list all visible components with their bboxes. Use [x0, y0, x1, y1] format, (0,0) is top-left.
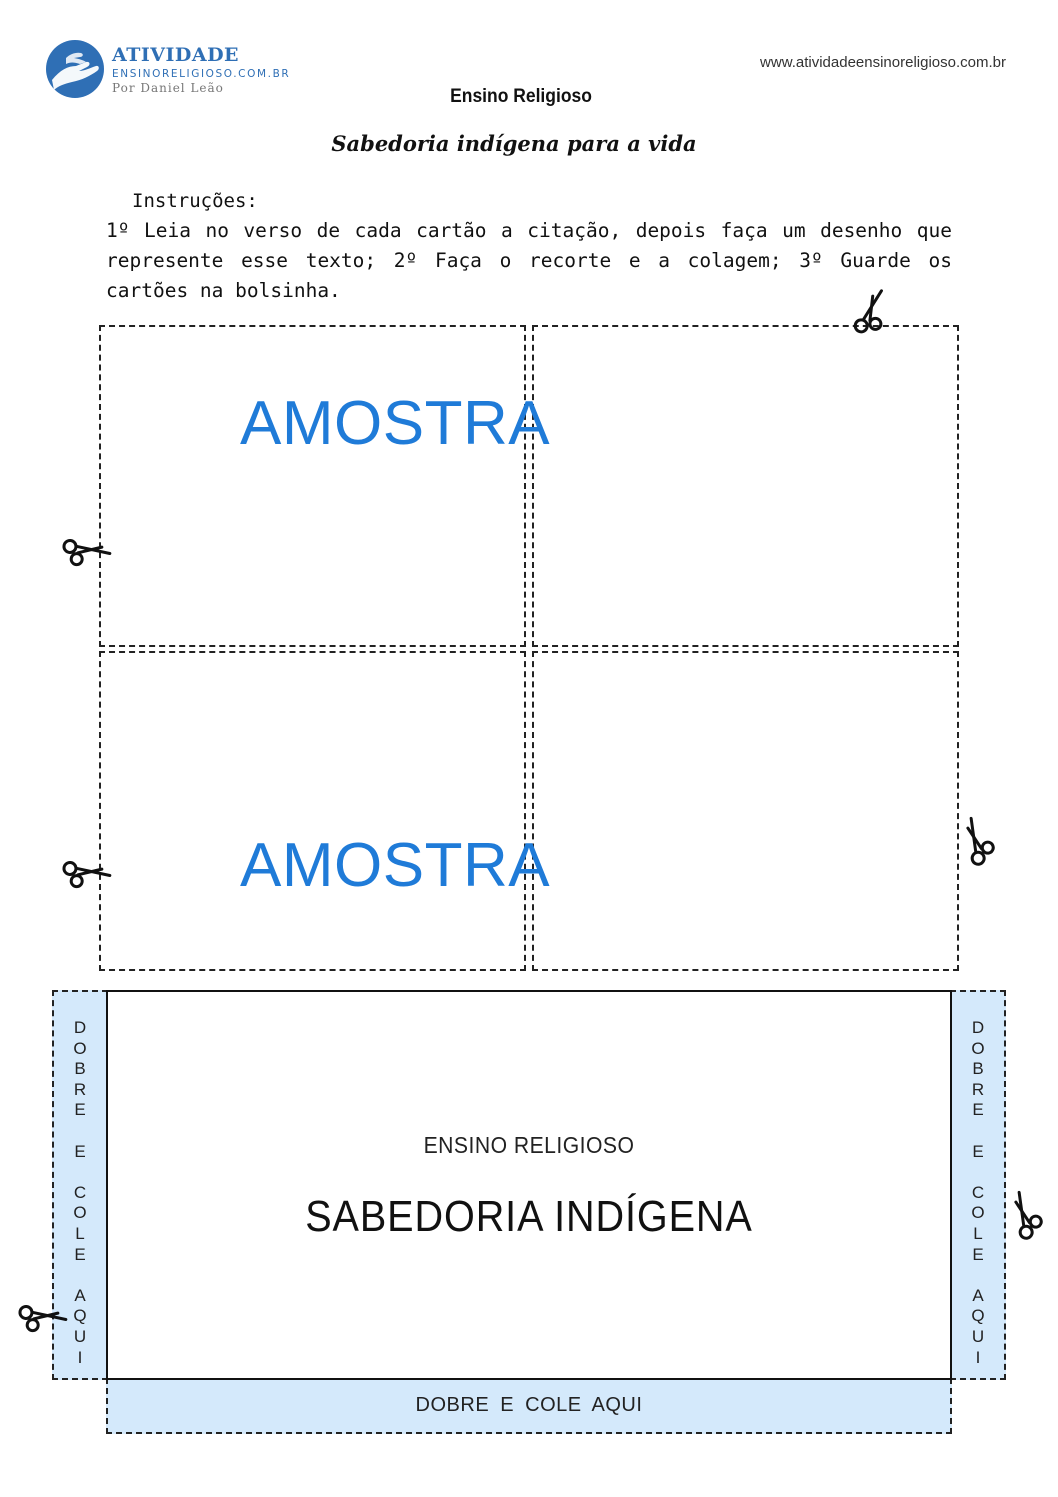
card-top-left	[99, 325, 526, 647]
scissors-icon	[996, 1187, 1053, 1245]
instructions-body: 1º Leia no verso de cada cartão a citaçã…	[106, 219, 952, 302]
flap-letter: E	[972, 1141, 984, 1161]
logo-site: ENSINORELIGIOSO.COM.BR	[112, 68, 291, 80]
pocket-subject: ENSINO RELIGIOSO	[423, 1132, 635, 1158]
flap-letter: A	[972, 1285, 984, 1305]
flap-letter: C	[73, 1182, 87, 1202]
site-logo: ATIVIDADE ENSINORELIGIOSO.COM.BR Por Dan…	[46, 40, 306, 100]
card-top-right	[532, 325, 959, 647]
flap-letter: L	[75, 1223, 85, 1243]
flap-letter: E	[972, 1244, 984, 1264]
page-title: Sabedoria indígena para a vida	[331, 131, 697, 156]
flap-letter: E	[74, 1141, 86, 1161]
flap-letter	[54, 1162, 106, 1183]
flap-letter: E	[74, 1100, 86, 1120]
instructions-heading: Instruções:	[132, 190, 258, 212]
pocket-title: SABEDORIA INDÍGENA	[305, 1192, 753, 1241]
flap-letter: D	[971, 1018, 985, 1037]
flap-letter: R	[971, 1079, 985, 1099]
flap-letter: O	[971, 1038, 985, 1058]
subject-heading: Ensino Religioso	[450, 86, 592, 107]
flap-letter: Q	[73, 1306, 87, 1326]
flap-letter: E	[972, 1100, 984, 1120]
scissors-icon	[13, 1286, 72, 1345]
flap-letter: O	[73, 1203, 87, 1223]
flap-letter: D	[73, 1018, 87, 1037]
sample-watermark-top: AMOSTRA	[240, 389, 551, 458]
flap-letter: I	[77, 1347, 83, 1367]
flap-letter	[952, 1265, 1004, 1286]
scissors-icon	[57, 520, 116, 579]
hands-logo-icon	[46, 40, 104, 98]
flap-letter: R	[73, 1079, 87, 1099]
flap-letter: L	[973, 1223, 983, 1243]
flap-letter: U	[971, 1326, 985, 1346]
flap-letter: Q	[971, 1306, 985, 1326]
flap-letter	[54, 1265, 106, 1286]
flap-letter	[952, 1162, 1004, 1183]
scissors-icon	[948, 813, 1005, 871]
site-url: www.atividadeensinoreligioso.com.br	[760, 54, 1006, 71]
sample-watermark-bottom: AMOSTRA	[240, 831, 551, 900]
flap-letter: O	[971, 1203, 985, 1223]
card-bottom-left	[99, 651, 526, 971]
flap-letter: A	[74, 1285, 86, 1305]
fold-flap-bottom-label: DOBRE E COLE AQUI	[415, 1394, 643, 1416]
flap-letter: E	[74, 1244, 86, 1264]
flap-letter: I	[975, 1347, 981, 1367]
pocket-front: ENSINO RELIGIOSO SABEDORIA INDÍGENA	[106, 990, 952, 1380]
scissors-icon	[842, 286, 897, 339]
scissors-icon	[57, 842, 116, 901]
card-bottom-right	[532, 651, 959, 971]
flap-letter: B	[972, 1059, 984, 1079]
logo-author: Por Daniel Leão	[112, 81, 224, 95]
fold-flap-bottom: DOBRE E COLE AQUI	[106, 1378, 952, 1434]
flap-letter: B	[74, 1059, 86, 1079]
logo-name: ATIVIDADE	[112, 44, 240, 66]
flap-letter: U	[73, 1326, 87, 1346]
flap-letter	[952, 1121, 1004, 1142]
flap-letter: C	[971, 1182, 985, 1202]
flap-letter: O	[73, 1038, 87, 1058]
flap-letter	[54, 1121, 106, 1142]
